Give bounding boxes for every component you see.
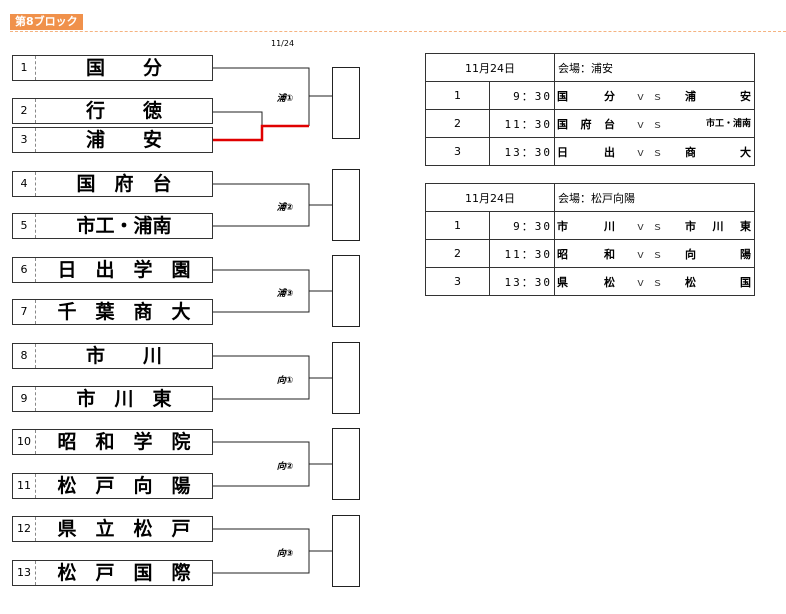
team-name: 市 川 xyxy=(85,345,162,367)
seed-number: 8 xyxy=(13,344,36,368)
bracket-line xyxy=(213,111,263,126)
seed-number: 5 xyxy=(13,214,36,238)
team-name: 昭 和 学 院 xyxy=(57,431,191,453)
result-box xyxy=(332,169,360,241)
team-slot: 12 県 立 松 戸 xyxy=(12,516,213,542)
team-name: 国 分 xyxy=(85,57,162,79)
team-name: 千 葉 商 大 xyxy=(57,301,191,323)
result-box xyxy=(332,255,360,327)
schedule-date: 11月24日 xyxy=(425,183,555,212)
game-number: 3 xyxy=(425,267,490,296)
seed-number: 11 xyxy=(13,474,36,498)
schedule-header: 11月24日 会場：松戸向陽 xyxy=(425,183,755,212)
schedule-header: 11月24日 会場：浦安 xyxy=(425,53,755,82)
seed-number: 7 xyxy=(13,300,36,324)
seed-number: 13 xyxy=(13,561,36,585)
team-slot: 7 千 葉 商 大 xyxy=(12,299,213,325)
seed-number: 1 xyxy=(13,56,36,80)
team-slot: 4 国 府 台 xyxy=(12,171,213,197)
game-number: 2 xyxy=(425,239,490,268)
team-slot: 8 市 川 xyxy=(12,343,213,369)
team-name: 県 立 松 戸 xyxy=(57,518,191,540)
game-time: 9：30 xyxy=(489,211,555,240)
team-name: 行 徳 xyxy=(85,100,162,122)
team-name: 市工・浦南 xyxy=(76,215,172,237)
team-slot: 2 行 徳 xyxy=(12,98,213,124)
team-slot: 5 市工・浦南 xyxy=(12,213,213,239)
result-box xyxy=(332,342,360,414)
block-title: 第8ブロック xyxy=(10,14,83,30)
seed-number: 3 xyxy=(13,128,36,152)
bracket-date: 11/24 xyxy=(271,39,295,48)
match-label: 浦① xyxy=(276,94,294,104)
team-name: 国 府 台 xyxy=(76,173,172,195)
team-slot: 10 昭 和 学 院 xyxy=(12,429,213,455)
match-label: 浦③ xyxy=(276,289,294,299)
seed-number: 2 xyxy=(13,99,36,123)
result-box xyxy=(332,67,360,139)
match-label: 向③ xyxy=(276,549,294,559)
seed-number: 10 xyxy=(13,430,36,454)
match-label: 向② xyxy=(276,462,294,472)
game-number: 1 xyxy=(425,81,490,110)
schedule-venue: 会場：松戸向陽 xyxy=(554,183,755,212)
game-time: 13：30 xyxy=(489,267,555,296)
team-name: 日 出 学 園 xyxy=(57,259,191,281)
team-slot: 1 国 分 xyxy=(12,55,213,81)
schedule-venue: 会場：浦安 xyxy=(554,53,755,82)
game-number: 2 xyxy=(425,109,490,138)
seed-number: 6 xyxy=(13,258,36,282)
match-label: 向① xyxy=(276,376,294,386)
schedule-date: 11月24日 xyxy=(425,53,555,82)
team-name: 松 戸 国 際 xyxy=(57,562,191,584)
team-slot: 3 浦 安 xyxy=(12,127,213,153)
divider xyxy=(10,31,786,32)
game-number: 1 xyxy=(425,211,490,240)
game-time: 9：30 xyxy=(489,81,555,110)
game-number: 3 xyxy=(425,137,490,166)
team-name: 市 川 東 xyxy=(76,388,172,410)
winner-line xyxy=(213,124,309,142)
team-slot: 9 市 川 東 xyxy=(12,386,213,412)
team-slot: 6 日 出 学 園 xyxy=(12,257,213,283)
team-name: 浦 安 xyxy=(85,129,162,151)
team-name: 松 戸 向 陽 xyxy=(57,475,191,497)
team-slot: 11 松 戸 向 陽 xyxy=(12,473,213,499)
match-label: 浦② xyxy=(276,203,294,213)
result-box xyxy=(332,515,360,587)
game-time: 13：30 xyxy=(489,137,555,166)
result-box xyxy=(332,428,360,500)
game-time: 11：30 xyxy=(489,239,555,268)
game-time: 11：30 xyxy=(489,109,555,138)
bracket-line xyxy=(213,67,332,97)
seed-number: 4 xyxy=(13,172,36,196)
seed-number: 12 xyxy=(13,517,36,541)
team-slot: 13 松 戸 国 際 xyxy=(12,560,213,586)
seed-number: 9 xyxy=(13,387,36,411)
